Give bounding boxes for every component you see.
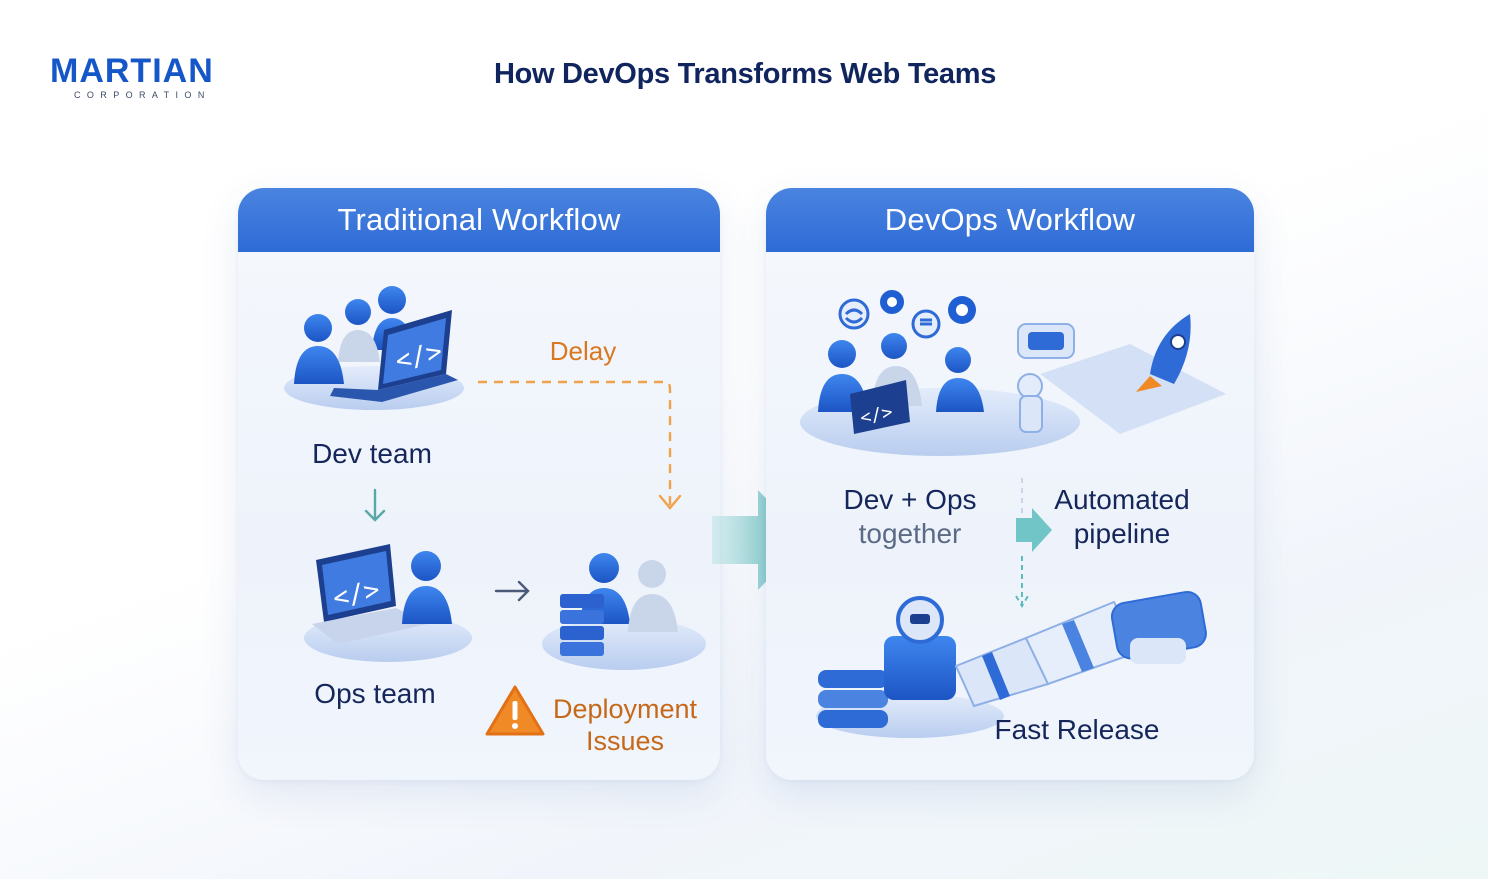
- devops-workflow-header: DevOps Workflow: [766, 188, 1254, 252]
- brand-logo: MARTIAN CORPORATION: [50, 54, 240, 104]
- dev-ops-together-line1: Dev + Ops: [843, 484, 977, 515]
- delay-label: Delay: [549, 336, 617, 366]
- automated-pipeline-line1: Automated: [1054, 484, 1190, 515]
- transition-arrow-icon: [712, 490, 806, 590]
- ops-team-illustration: </>: [304, 544, 472, 662]
- pipeline-illustration: [816, 590, 1207, 738]
- delay-path: [478, 380, 682, 510]
- brand-name: MARTIAN: [50, 52, 214, 90]
- ops-team-label: Ops team: [314, 678, 436, 709]
- arrow-right-icon: [494, 580, 530, 602]
- page-title: How DevOps Transforms Web Teams: [493, 58, 997, 90]
- dev-team-label: Dev team: [312, 438, 432, 469]
- pipeline-flow-arrow: [1015, 478, 1052, 608]
- devops-workflow-panel: DevOps Workflow </> Dev + Ops together: [766, 188, 1254, 780]
- warning-icon: [485, 685, 545, 736]
- arrow-down-icon: [364, 488, 386, 522]
- deployment-issues-line1: Deployment: [552, 694, 698, 724]
- fast-release-label: Fast Release: [994, 714, 1160, 745]
- automated-pipeline-line2: pipeline: [1073, 518, 1171, 549]
- traditional-workflow-header: Traditional Workflow: [238, 188, 720, 252]
- dev-ops-together-line2: together: [858, 518, 962, 549]
- deployment-issues-line2: Issues: [585, 726, 665, 756]
- collaboration-illustration: </>: [800, 290, 1226, 456]
- deployment-illustration: [542, 553, 706, 670]
- traditional-workflow-panel: Traditional Workflow </> Dev team </>: [238, 188, 720, 780]
- brand-subtitle: CORPORATION: [74, 90, 211, 100]
- dev-team-illustration: </>: [284, 286, 464, 410]
